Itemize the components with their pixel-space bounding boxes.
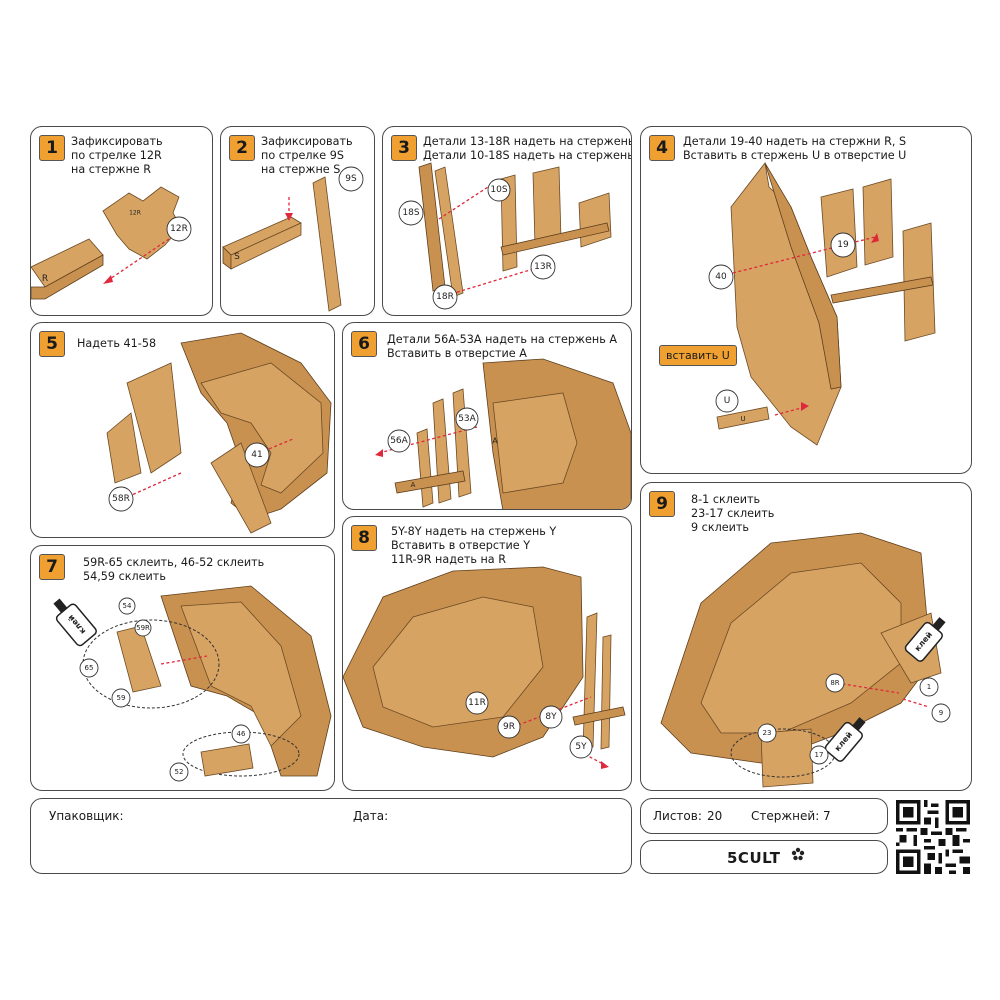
callout-1: 1	[927, 683, 931, 691]
callout-53a: 53A	[458, 414, 476, 424]
callout-10s: 10S	[490, 185, 507, 195]
callout-59r: 59R	[136, 624, 150, 632]
step-2-illustration: S 9S	[222, 166, 364, 312]
counts-box: Листов: 20 Стержней: 7	[640, 798, 888, 834]
sheets-value: 20	[707, 809, 723, 823]
step-1-illustration: R 12R 12R	[31, 186, 192, 300]
rods-label: Стержней:	[751, 809, 820, 823]
step-number: 8	[351, 525, 377, 551]
brand-logo-flower-icon	[791, 847, 805, 861]
step-7-illustration: клей 54 59R 65 59 46 52	[53, 585, 332, 782]
callout-18r: 18R	[436, 292, 454, 302]
callout-54: 54	[123, 602, 132, 610]
hole-a-label: A	[492, 437, 498, 446]
step-3-illustration: 10S 18S 13R 18R	[398, 162, 612, 310]
signature-box: Упаковщик: Дата:	[30, 798, 632, 874]
date-label: Дата:	[353, 809, 389, 823]
step-number: 4	[649, 135, 675, 161]
callout-41: 41	[251, 450, 262, 460]
step-number: 5	[39, 331, 65, 357]
callout-8r: 8R	[830, 679, 839, 687]
callout-56a: 56A	[390, 436, 408, 446]
qr-code-icon	[896, 800, 970, 874]
step-5-illustration: 41 58R	[106, 332, 332, 534]
callout-40: 40	[715, 272, 727, 282]
step-6-illustration: A A 56A 53A	[375, 358, 631, 509]
rod-u-label: U	[740, 415, 745, 423]
step-number: 7	[39, 554, 65, 580]
rod-label: S	[234, 252, 240, 262]
rod-a-label: A	[411, 481, 416, 489]
step-9-illustration: клей клей 8R 1 9 23 17	[660, 532, 951, 788]
glue-bottle-icon: клей	[904, 617, 946, 662]
step-number: 9	[649, 491, 675, 517]
callout-5y: 5Y	[575, 742, 587, 752]
callout-19: 19	[837, 240, 849, 250]
step-4-illustration: 19 40 U U	[708, 162, 936, 446]
callout-12r: 12R	[170, 224, 188, 234]
part-label: 12R	[129, 210, 141, 217]
callout-9r: 9R	[503, 722, 515, 732]
insert-u-badge: вставить U	[659, 345, 737, 366]
callout-59: 59	[117, 694, 126, 702]
callout-9s: 9S	[345, 174, 357, 184]
callout-58r: 58R	[112, 494, 130, 504]
step-5-panel: 5 Надеть 41-58 41 58R	[30, 322, 335, 538]
callout-65: 65	[85, 664, 94, 672]
callout-u: U	[724, 396, 731, 406]
step-number: 6	[351, 331, 377, 357]
rods-value: 7	[823, 809, 831, 823]
brand-box: 5CULT	[640, 840, 888, 874]
step-8-illustration: 11R 9R 8Y 5Y	[343, 566, 626, 769]
glue-bottle-icon: клей	[824, 717, 866, 762]
step-number: 1	[39, 135, 65, 161]
callout-8y: 8Y	[545, 712, 557, 722]
callout-46: 46	[237, 730, 246, 738]
packer-label: Упаковщик:	[49, 809, 124, 823]
callout-13r: 13R	[534, 262, 552, 272]
step-number: 2	[229, 135, 255, 161]
callout-23: 23	[763, 729, 772, 737]
sheets-label: Листов:	[653, 809, 702, 823]
brand-logo: 5CULT	[727, 849, 781, 867]
callout-52: 52	[175, 768, 184, 776]
step-instruction: Надеть 41-58	[77, 337, 157, 350]
callout-9: 9	[939, 709, 943, 717]
callout-17: 17	[815, 751, 824, 759]
rod-label: R	[42, 274, 48, 284]
callout-18s: 18S	[402, 208, 419, 218]
step-number: 3	[391, 135, 417, 161]
glue-bottle-icon: клей	[53, 598, 97, 647]
callout-11r: 11R	[468, 698, 486, 708]
